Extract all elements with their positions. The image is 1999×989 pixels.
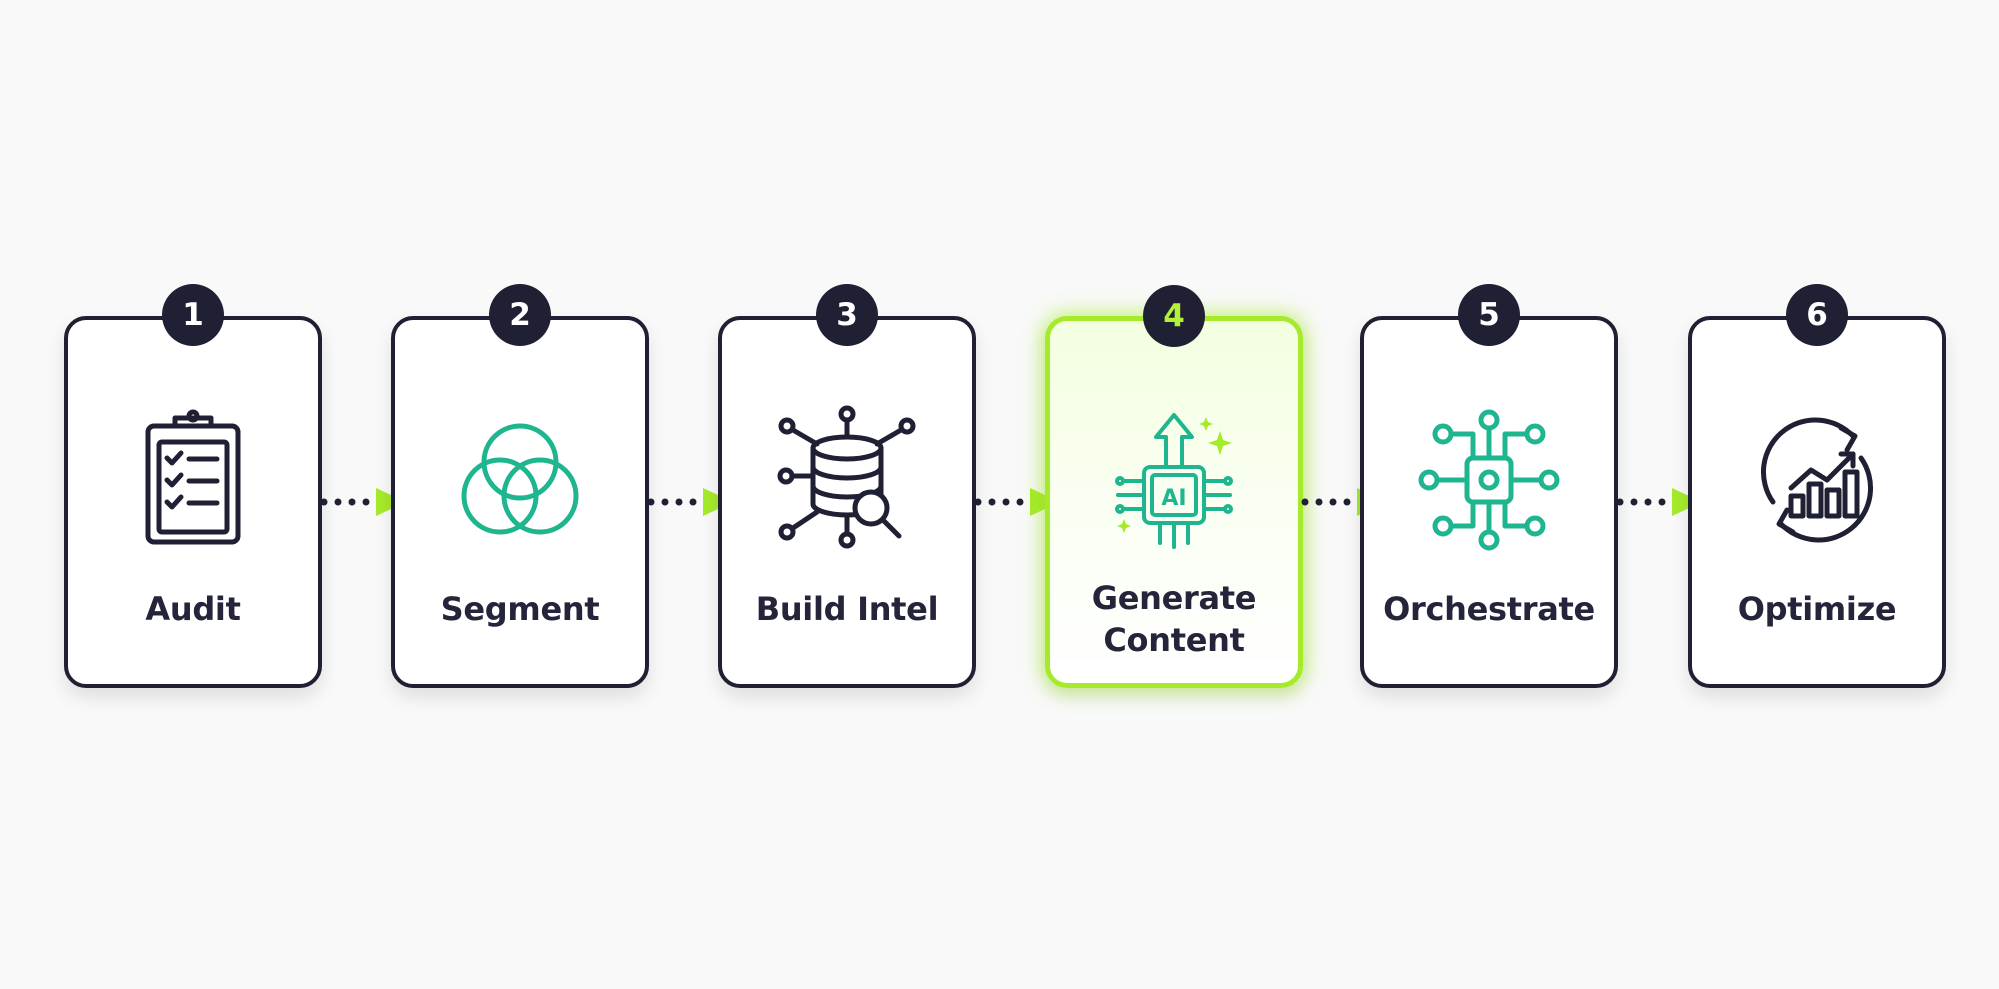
step-number-badge: 1	[162, 284, 224, 346]
step-number-badge: 4	[1143, 285, 1205, 347]
ai-chip-icon: AI	[1094, 401, 1254, 561]
step-build-intel: 3 Build Intel	[718, 284, 976, 688]
svg-text:AI: AI	[1161, 486, 1186, 511]
step-number-badge: 6	[1786, 284, 1848, 346]
step-number-badge: 2	[489, 284, 551, 346]
clipboard-checklist-icon	[113, 400, 273, 560]
step-orchestrate: 5 Orchestrate	[1360, 284, 1618, 688]
step-generate-content: 4 AI	[1045, 285, 1303, 688]
network-nodes-icon	[1409, 400, 1569, 560]
step-audit: 1 Audit	[64, 284, 322, 688]
step-label: Segment	[440, 590, 600, 628]
connector-arrow	[1616, 488, 1702, 516]
step-label: Audit	[145, 590, 241, 628]
database-search-icon	[767, 400, 927, 560]
step-label: Optimize	[1737, 590, 1897, 628]
venn-circles-icon	[440, 400, 600, 560]
step-optimize: 6 Optimize	[1688, 284, 1946, 688]
step-label: Orchestrate	[1383, 590, 1595, 628]
chart-cycle-icon	[1737, 400, 1897, 560]
step-number-badge: 5	[1458, 284, 1520, 346]
step-segment: 2 Segment	[391, 284, 649, 688]
step-label: Build Intel	[755, 590, 939, 628]
step-label: Generate Content	[1091, 579, 1257, 659]
step-number-badge: 3	[816, 284, 878, 346]
